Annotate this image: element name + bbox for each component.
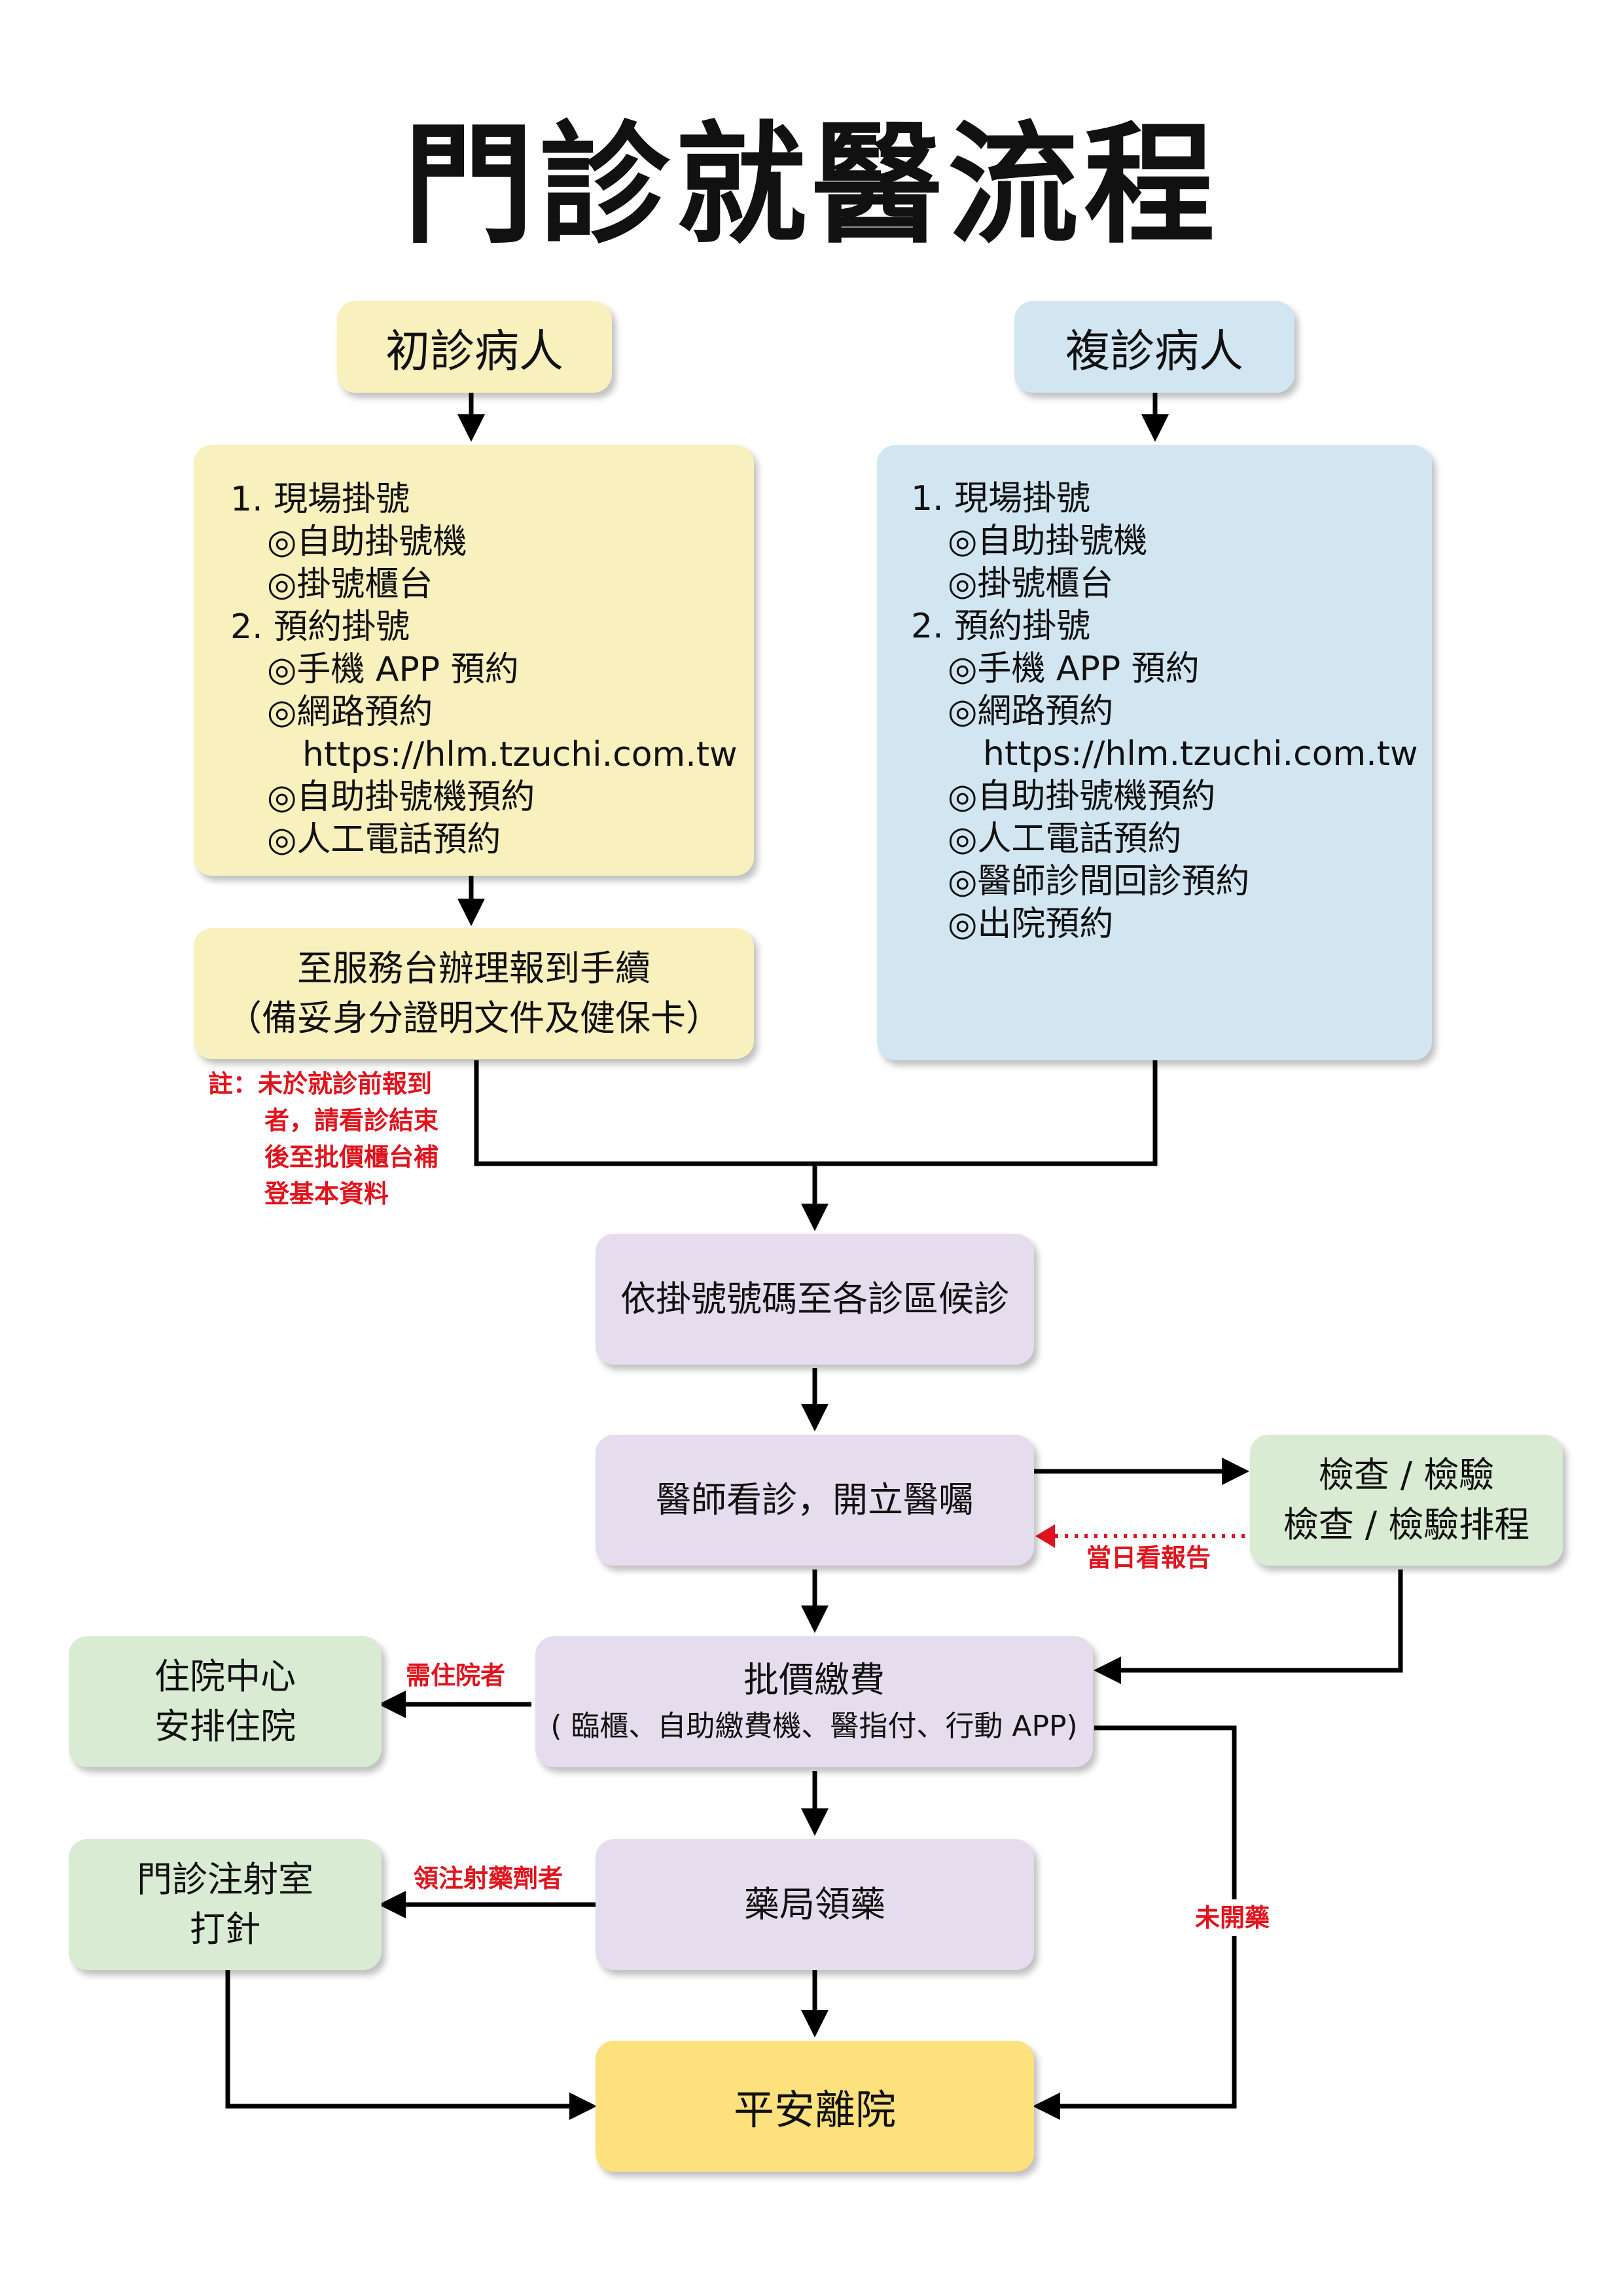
connector-merge — [474, 1060, 1158, 1166]
page-title: 門診就醫流程 — [402, 109, 1220, 262]
list-item: ◎手機 APP 預約 — [267, 650, 519, 689]
return-visit-header-label: 複診病人 — [1065, 325, 1243, 378]
list-item: ◎醫師診間回診預約 — [948, 862, 1250, 901]
checkin-line-2: （備妥身分證明文件及健保卡） — [226, 997, 721, 1039]
list-item: ◎自助掛號機預約 — [948, 777, 1216, 816]
wait-label: 依掛號號碼至各診區候診 — [620, 1278, 1009, 1319]
list-item: ◎網路預約 — [267, 692, 433, 732]
note-line: 登基本資料 — [264, 1179, 389, 1208]
list-item: ◎掛號櫃台 — [267, 565, 433, 604]
list-item: ◎人工電話預約 — [948, 819, 1182, 859]
exam-box: 檢查 / 檢驗 檢查 / 檢驗排程 — [1250, 1435, 1563, 1566]
first-visit-registration-box — [194, 445, 754, 876]
injection-line-1: 門診注射室 — [137, 1859, 313, 1900]
website-link[interactable]: https://hlm.tzuchi.com.tw — [302, 735, 738, 774]
note-line: 後至批價櫃台補 — [264, 1143, 439, 1172]
pharmacy-label: 藥局領藥 — [744, 1884, 885, 1925]
list-item: ◎自助掛號機 — [948, 522, 1148, 561]
exam-line-1: 檢查 / 檢驗 — [1318, 1454, 1495, 1496]
list-item: 1. 現場掛號 — [911, 479, 1091, 518]
arrow-injection-to-exit — [225, 1970, 597, 2120]
list-item: 2. 預約掛號 — [911, 607, 1091, 646]
admission-line-2: 安排住院 — [154, 1706, 296, 1747]
list-item: ◎掛號櫃台 — [948, 564, 1114, 603]
wait-box: 依掛號號碼至各診區候診 — [596, 1234, 1034, 1365]
doctor-label: 醫師看診，開立醫囑 — [656, 1479, 974, 1520]
return-visit-header: 複診病人 — [1014, 301, 1294, 393]
exit-box: 平安離院 — [596, 2041, 1034, 2172]
pharmacy-box: 藥局領藥 — [596, 1839, 1034, 1970]
arrow-exam-to-billing — [1094, 1570, 1403, 1684]
list-item: ◎自助掛號機 — [267, 522, 467, 562]
admission-box: 住院中心 安排住院 — [69, 1636, 382, 1767]
exam-line-2: 檢查 / 檢驗排程 — [1283, 1504, 1530, 1545]
injection-label: 領注射藥劑者 — [414, 1864, 563, 1893]
website-link[interactable]: https://hlm.tzuchi.com.tw — [983, 734, 1418, 774]
first-visit-header-label: 初診病人 — [385, 325, 563, 378]
injection-line-2: 打針 — [190, 1909, 260, 1950]
report-label: 當日看報告 — [1086, 1543, 1211, 1572]
note-line: 者，請看診結束 — [264, 1106, 439, 1135]
return-visit-registration-list: 1. 現場掛號 ◎自助掛號機 ◎掛號櫃台 2. 預約掛號 ◎手機 APP 預約 … — [911, 478, 1418, 946]
billing-box: 批價繳費 ( 臨櫃、自助繳費機、醫指付、行動 APP) — [535, 1636, 1093, 1767]
list-item: ◎出院預約 — [948, 905, 1114, 944]
first-visit-registration-list: 1. 現場掛號 ◎自助掛號機 ◎掛號櫃台 2. 預約掛號 ◎手機 APP 預約 … — [230, 478, 738, 861]
list-item: ◎網路預約 — [948, 692, 1114, 731]
list-item: ◎手機 APP 預約 — [948, 649, 1200, 689]
note-line: 註：未於就診前報到 — [208, 1069, 433, 1098]
list-item: 2. 預約掛號 — [230, 607, 410, 647]
exit-label: 平安離院 — [733, 2086, 896, 2134]
admission-label: 需住院者 — [406, 1661, 506, 1690]
injection-box: 門診注射室 打針 — [69, 1839, 382, 1970]
list-item: ◎自助掛號機預約 — [267, 778, 535, 817]
doctor-box: 醫師看診，開立醫囑 — [596, 1435, 1034, 1566]
return-visit-registration-box — [877, 445, 1432, 1060]
billing-line-1: 批價繳費 — [743, 1659, 885, 1700]
checkin-note: 註：未於就診前報到 者，請看診結束 後至批價櫃台補 登基本資料 — [208, 1066, 438, 1212]
checkin-line-1: 至服務台辦理報到手續 — [297, 948, 651, 989]
list-item: ◎人工電話預約 — [267, 820, 501, 859]
list-item: 1. 現場掛號 — [230, 480, 410, 519]
no-medicine-label: 未開藥 — [1192, 1899, 1273, 1936]
billing-line-2: ( 臨櫃、自助繳費機、醫指付、行動 APP) — [550, 1710, 1078, 1743]
admission-line-1: 住院中心 — [154, 1656, 296, 1697]
first-visit-header: 初診病人 — [337, 301, 612, 393]
checkin-box: 至服務台辦理報到手續 （備妥身分證明文件及健保卡） — [194, 928, 754, 1059]
